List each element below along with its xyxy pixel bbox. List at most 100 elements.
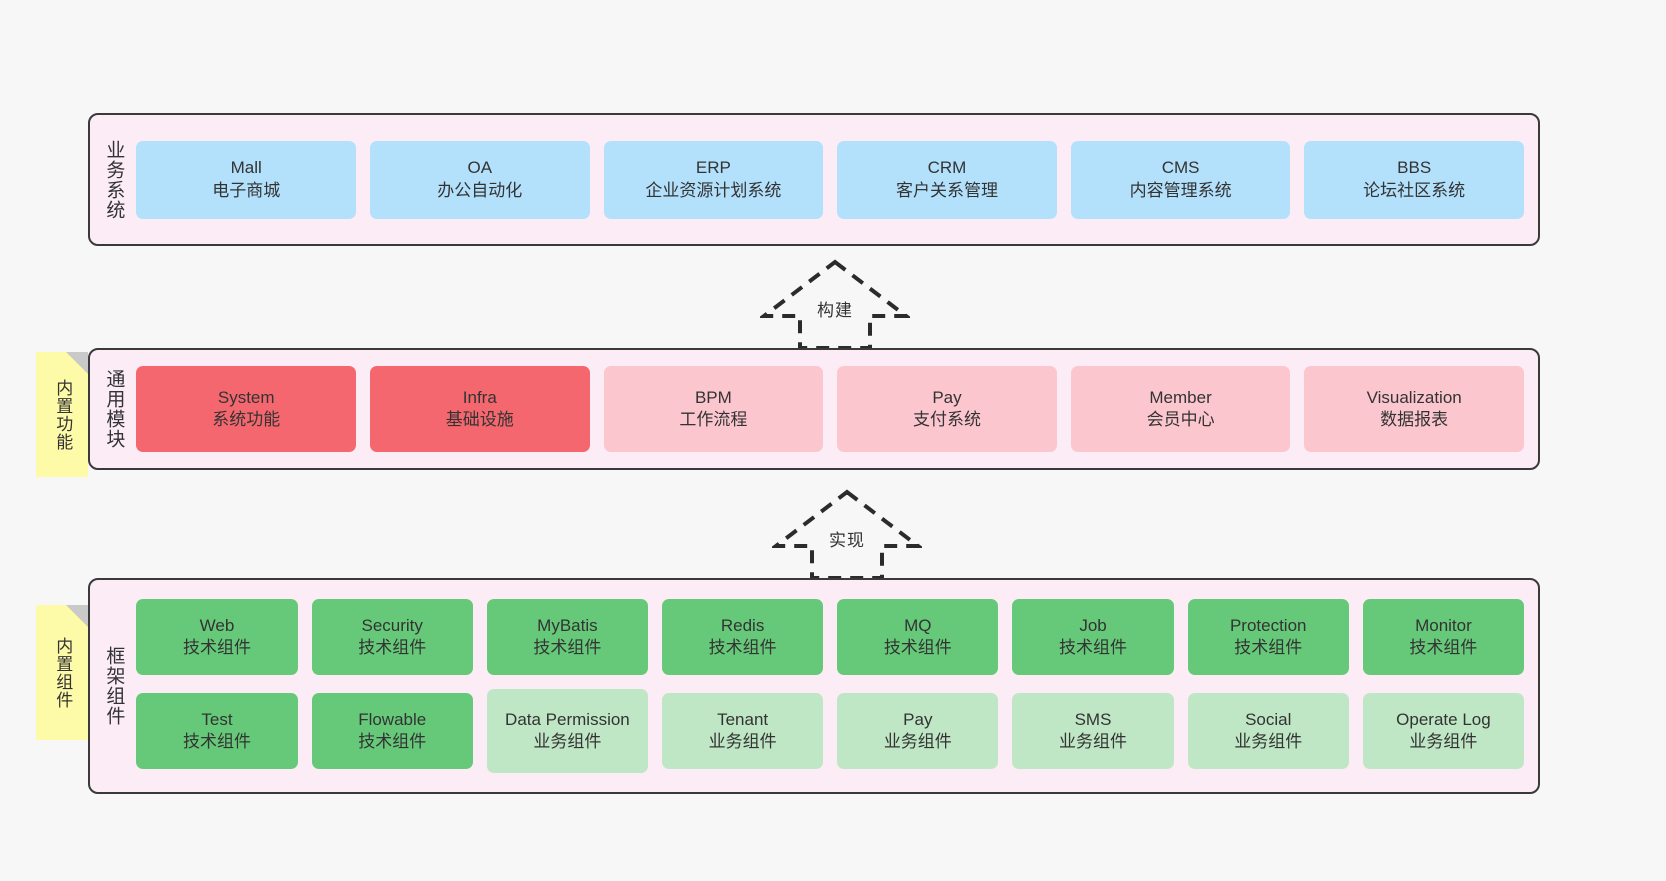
node-title: BPM [694, 387, 732, 407]
dashed-up-arrow-icon [760, 259, 910, 350]
node-title: MQ [904, 615, 932, 635]
node-infra[interactable]: Infra 基础设施 [370, 366, 590, 452]
node-protection[interactable]: Protection 技术组件 [1187, 599, 1349, 675]
connector-implement-arrow: 实现 [772, 488, 922, 580]
common-modules-nodes: System 系统功能 Infra 基础设施 BPM 工作流程 Pay 支付系统… [130, 350, 1538, 468]
node-security[interactable]: Security 技术组件 [311, 599, 473, 675]
sticky-note-label: 内置功能 [53, 378, 73, 451]
node-title: Data Permission [505, 709, 630, 729]
node-title: SMS [1074, 709, 1112, 729]
node-subtitle: 客户关系管理 [895, 180, 998, 200]
node-title: Flowable [358, 709, 427, 729]
node-title: Social [1245, 709, 1292, 729]
framework-row-tech: Web 技术组件 Security 技术组件 MyBatis 技术组件 Redi… [136, 599, 1525, 675]
node-subtitle: 企业资源计划系统 [645, 180, 782, 200]
node-subtitle: 业务组件 [1059, 732, 1128, 751]
node-subtitle: 内容管理系统 [1129, 180, 1232, 200]
node-system[interactable]: System 系统功能 [136, 366, 356, 452]
sticky-note-builtin-components: 内置组件 [36, 605, 88, 740]
node-operate-log[interactable]: Operate Log 业务组件 [1362, 693, 1525, 769]
node-crm[interactable]: CRM 客户关系管理 [837, 140, 1057, 219]
framework-components-grid: Web 技术组件 Security 技术组件 MyBatis 技术组件 Redi… [130, 580, 1538, 792]
node-subtitle: 业务组件 [883, 732, 952, 751]
node-subtitle: 业务组件 [1409, 732, 1478, 751]
framework-components-caption: 框架组件 [103, 646, 125, 726]
business-systems-layer: 业务系统 Mall 电子商城 OA 办公自动化 ERP 企业资源计划系统 CRM… [88, 113, 1540, 246]
node-subtitle: 论坛社区系统 [1363, 180, 1466, 200]
node-subtitle: 技术组件 [883, 638, 952, 657]
node-title: ERP [695, 158, 731, 178]
common-modules-layer: 通用模块 System 系统功能 Infra 基础设施 BPM 工作流程 Pay… [88, 348, 1540, 470]
node-mq[interactable]: MQ 技术组件 [837, 599, 999, 675]
node-title: CRM [927, 158, 967, 178]
node-member[interactable]: Member 会员中心 [1070, 366, 1291, 452]
node-title: OA [467, 158, 493, 178]
node-title: Pay [903, 709, 933, 729]
node-title: Protection [1229, 615, 1307, 635]
node-monitor[interactable]: Monitor 技术组件 [1362, 599, 1525, 675]
node-job[interactable]: Job 技术组件 [1012, 599, 1174, 675]
node-subtitle: 业务组件 [708, 732, 777, 751]
node-mybatis[interactable]: MyBatis 技术组件 [486, 599, 649, 675]
node-social[interactable]: Social 业务组件 [1187, 693, 1349, 769]
node-title: Web [199, 615, 235, 635]
node-subtitle: 工作流程 [679, 410, 748, 429]
node-title: Tenant [717, 709, 769, 729]
node-title: Member [1149, 387, 1212, 407]
node-title: Visualization [1366, 387, 1462, 407]
page-fold-icon [66, 605, 88, 627]
node-bbs[interactable]: BBS 论坛社区系统 [1304, 140, 1524, 219]
node-subtitle: 技术组件 [1409, 638, 1478, 657]
node-subtitle: 业务组件 [533, 732, 602, 751]
framework-row-business: Test 技术组件 Flowable 技术组件 Data Permission … [136, 689, 1525, 773]
node-title: Mall [230, 158, 262, 178]
node-sms[interactable]: SMS 业务组件 [1012, 693, 1174, 769]
node-subtitle: 电子商城 [212, 180, 281, 200]
node-visualization[interactable]: Visualization 数据报表 [1304, 366, 1524, 452]
node-subtitle: 业务组件 [1234, 732, 1303, 751]
dashed-up-arrow-icon [772, 489, 922, 580]
node-title: Test [201, 709, 233, 729]
node-title: System [217, 387, 275, 407]
node-subtitle: 技术组件 [1234, 638, 1303, 657]
connector-implement-label: 实现 [829, 531, 865, 550]
node-mall[interactable]: Mall 电子商城 [136, 140, 356, 219]
node-pay-module[interactable]: Pay 支付系统 [837, 366, 1057, 452]
node-oa[interactable]: OA 办公自动化 [370, 140, 590, 219]
common-modules-caption: 通用模块 [103, 369, 125, 449]
node-flowable[interactable]: Flowable 技术组件 [311, 693, 473, 769]
node-subtitle: 技术组件 [708, 638, 777, 657]
connector-build-label: 构建 [817, 301, 853, 320]
node-subtitle: 系统功能 [212, 410, 281, 429]
node-subtitle: 技术组件 [358, 638, 427, 657]
business-systems-nodes: Mall 电子商城 OA 办公自动化 ERP 企业资源计划系统 CRM 客户关系… [130, 115, 1538, 244]
node-tenant[interactable]: Tenant 业务组件 [662, 693, 824, 769]
node-title: Pay [932, 387, 962, 407]
node-subtitle: 会员中心 [1146, 410, 1215, 429]
node-title: Redis [720, 615, 765, 635]
node-pay-component[interactable]: Pay 业务组件 [837, 693, 999, 769]
node-subtitle: 技术组件 [183, 638, 251, 657]
node-data-permission[interactable]: Data Permission 业务组件 [486, 689, 649, 773]
node-web[interactable]: Web 技术组件 [136, 599, 298, 675]
node-erp[interactable]: ERP 企业资源计划系统 [603, 140, 824, 219]
node-title: Security [361, 615, 423, 635]
page-fold-icon [66, 352, 88, 374]
node-subtitle: 技术组件 [533, 638, 602, 657]
framework-components-layer: 框架组件 Web 技术组件 Security 技术组件 MyBatis 技术组件… [88, 578, 1540, 794]
node-test[interactable]: Test 技术组件 [136, 693, 298, 769]
node-redis[interactable]: Redis 技术组件 [662, 599, 824, 675]
node-title: Operate Log [1396, 709, 1491, 729]
node-subtitle: 基础设施 [445, 410, 514, 429]
node-title: Job [1079, 615, 1107, 635]
node-title: Infra [462, 387, 497, 407]
node-cms[interactable]: CMS 内容管理系统 [1070, 140, 1291, 219]
node-subtitle: 办公自动化 [437, 180, 523, 200]
node-subtitle: 数据报表 [1380, 410, 1449, 429]
node-bpm[interactable]: BPM 工作流程 [603, 366, 824, 452]
sticky-note-label: 内置组件 [53, 636, 73, 709]
business-systems-caption: 业务系统 [103, 139, 125, 220]
node-subtitle: 技术组件 [358, 732, 427, 751]
connector-build-arrow: 构建 [760, 258, 910, 350]
node-title: BBS [1397, 158, 1432, 178]
